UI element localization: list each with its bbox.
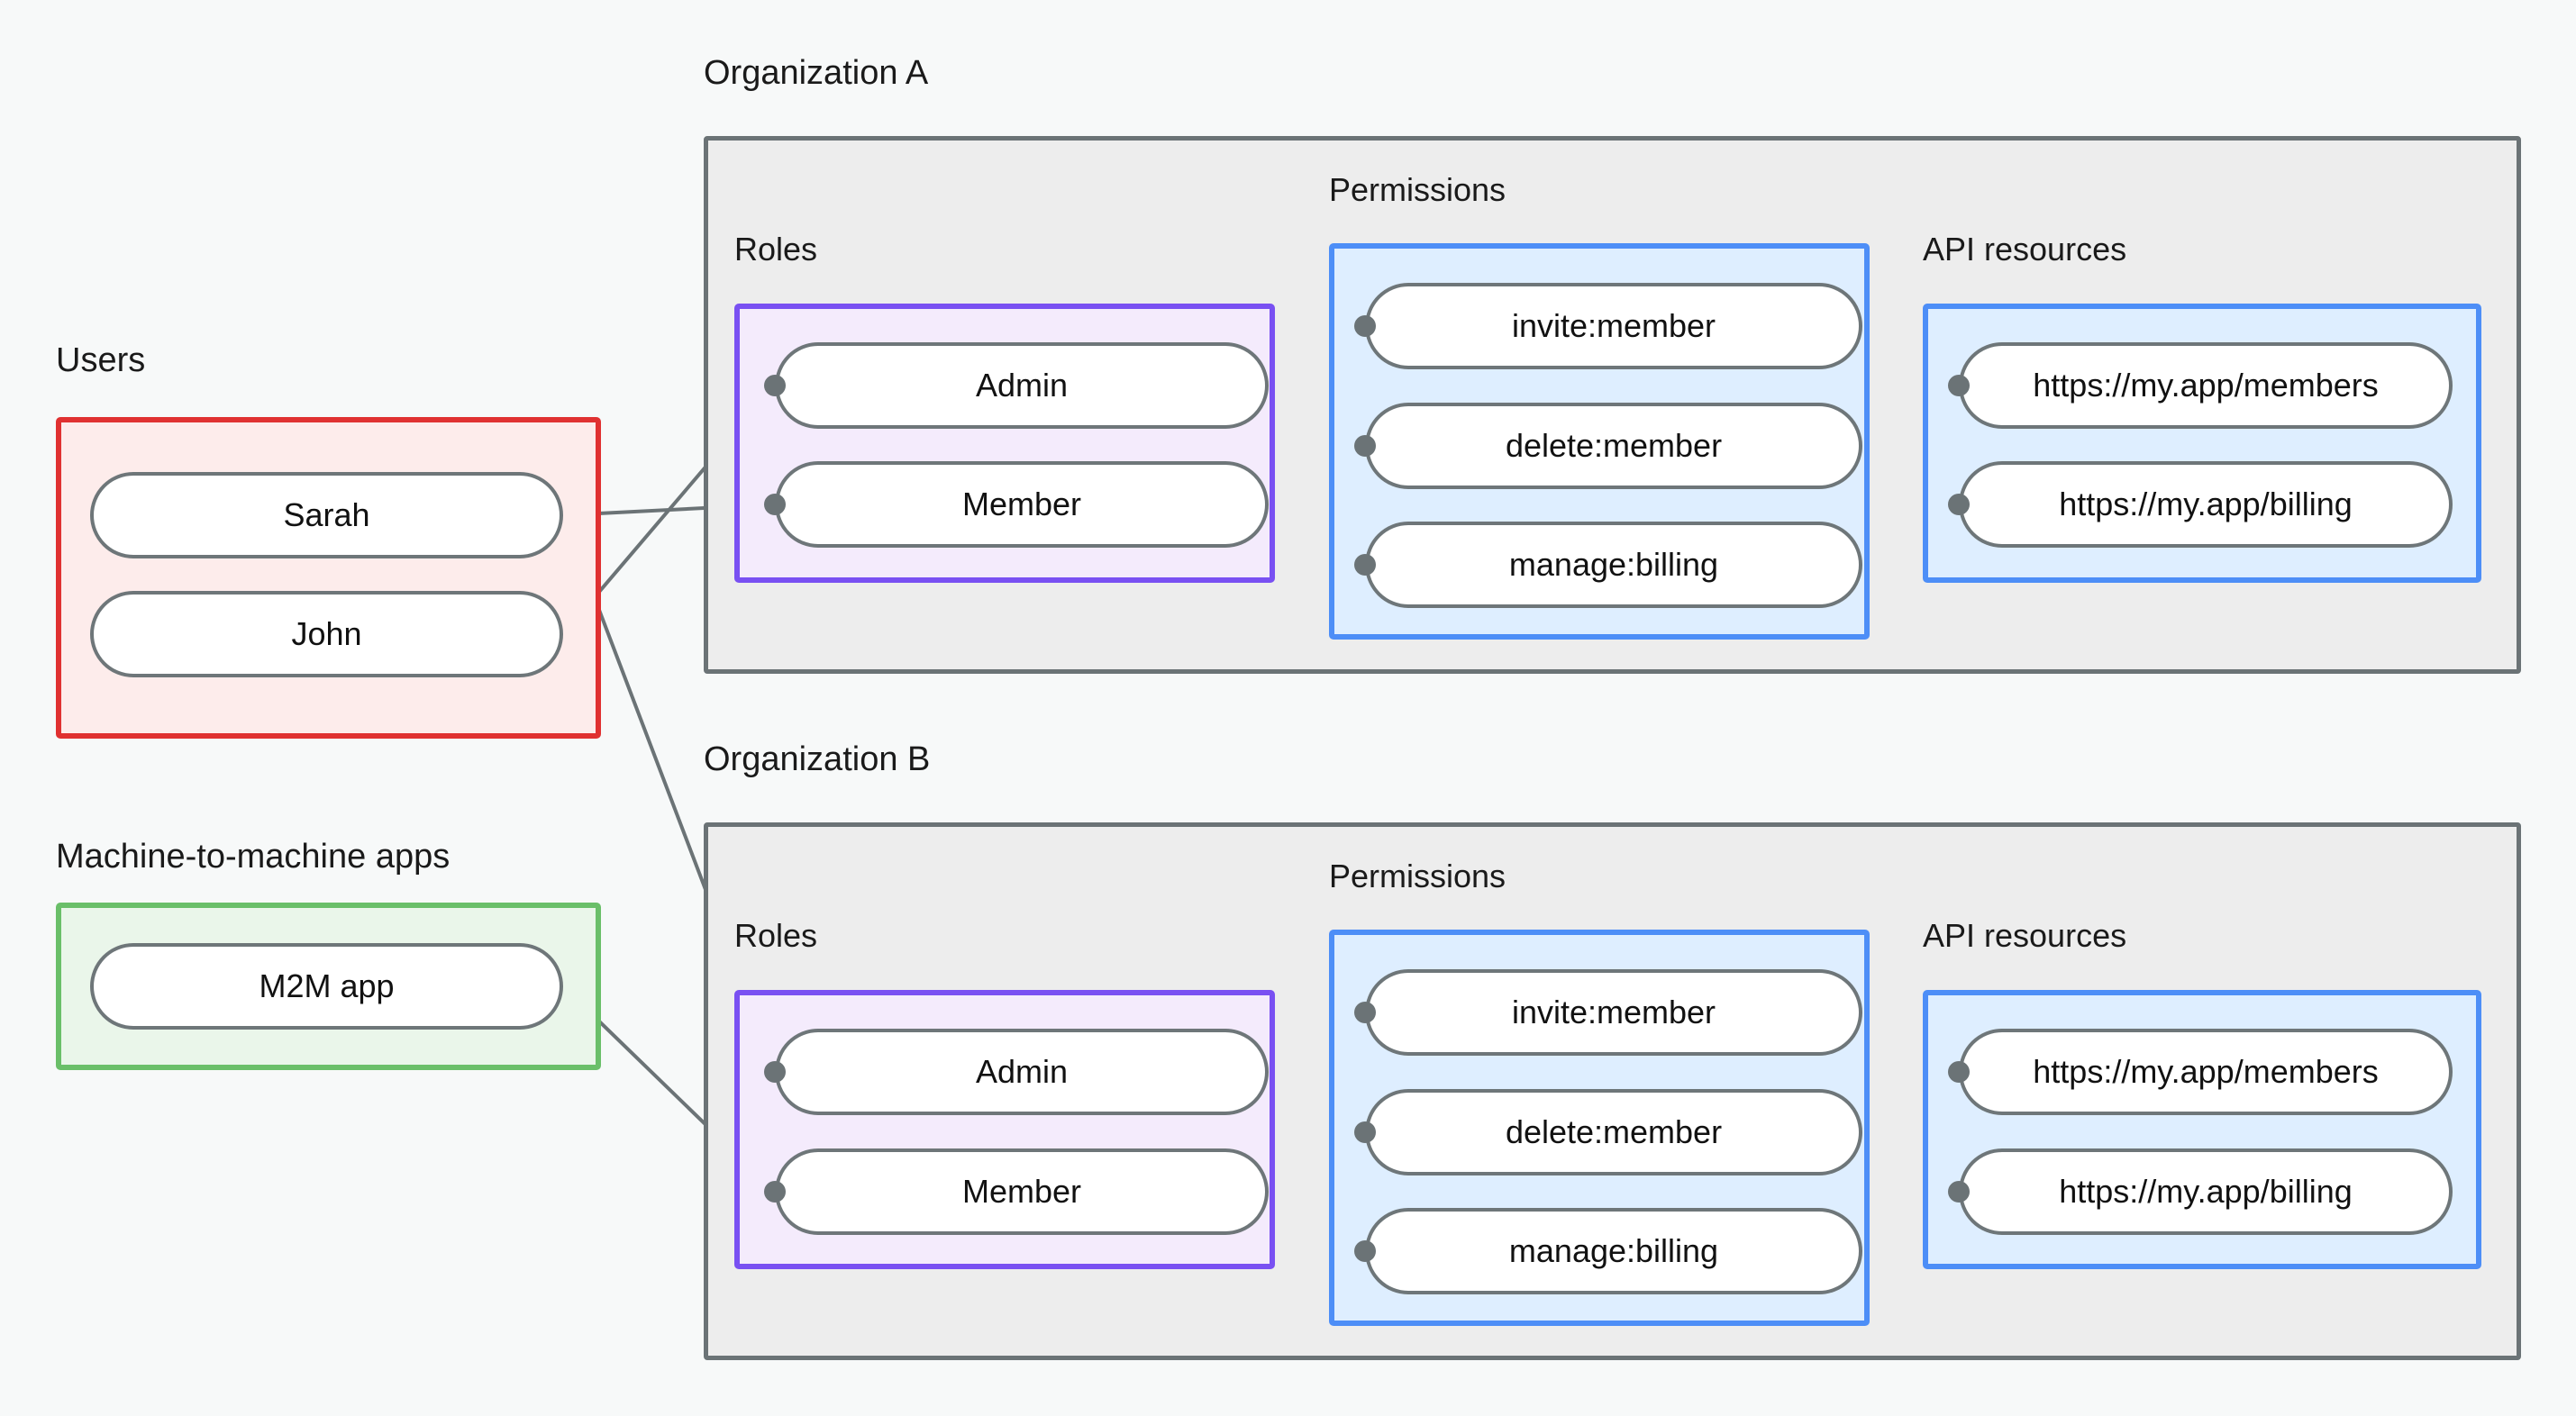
endpoint-dot-org-b-delete bbox=[1354, 1121, 1376, 1143]
org-b-api-pill-billing-label: https://my.app/billing bbox=[2059, 1173, 2353, 1210]
user-pill-john[interactable]: John bbox=[90, 591, 563, 677]
org-b-permission-pill-billing[interactable]: manage:billing bbox=[1365, 1208, 1862, 1294]
endpoint-dot-org-b-admin bbox=[764, 1061, 786, 1083]
org-a-title: Organization A bbox=[704, 54, 929, 92]
user-pill-sarah-label: Sarah bbox=[283, 496, 370, 533]
org-b-permission-pill-delete-label: delete:member bbox=[1505, 1113, 1723, 1150]
org-b-api-pill-members[interactable]: https://my.app/members bbox=[1959, 1029, 2453, 1115]
users-box bbox=[56, 417, 601, 739]
org-a-permission-pill-invite-label: invite:member bbox=[1511, 307, 1716, 344]
org-b-permission-pill-delete[interactable]: delete:member bbox=[1365, 1089, 1862, 1175]
org-a-role-pill-member[interactable]: Member bbox=[775, 461, 1269, 548]
m2m-title: Machine-to-machine apps bbox=[56, 838, 451, 876]
org-a-permission-pill-delete-label: delete:member bbox=[1505, 427, 1723, 464]
endpoint-dot-org-b-res-billing bbox=[1948, 1181, 1970, 1203]
org-b-api-pill-billing[interactable]: https://my.app/billing bbox=[1959, 1148, 2453, 1235]
endpoint-dot-org-b-res-members bbox=[1948, 1061, 1970, 1083]
org-b-api-label: API resources bbox=[1923, 917, 2127, 954]
org-a-api-label: API resources bbox=[1923, 231, 2127, 268]
org-a-role-pill-admin[interactable]: Admin bbox=[775, 342, 1269, 429]
org-a-permission-pill-billing-label: manage:billing bbox=[1508, 546, 1719, 583]
endpoint-dot-org-b-member bbox=[764, 1181, 786, 1203]
endpoint-dot-org-a-admin bbox=[764, 375, 786, 396]
user-pill-sarah[interactable]: Sarah bbox=[90, 472, 563, 558]
org-a-roles-label: Roles bbox=[734, 231, 818, 268]
endpoint-dot-org-a-invite bbox=[1354, 315, 1376, 337]
org-b-role-pill-member-label: Member bbox=[961, 1173, 1082, 1210]
org-b-role-pill-admin[interactable]: Admin bbox=[775, 1029, 1269, 1115]
endpoint-dot-org-b-billing bbox=[1354, 1240, 1376, 1262]
m2m-pill-app-label: M2M app bbox=[259, 967, 395, 1004]
org-b-permission-pill-invite-label: invite:member bbox=[1511, 994, 1716, 1030]
users-title: Users bbox=[56, 341, 146, 379]
org-b-role-pill-admin-label: Admin bbox=[975, 1053, 1069, 1090]
endpoint-dot-org-a-res-billing bbox=[1948, 494, 1970, 515]
org-b-roles-label: Roles bbox=[734, 917, 818, 954]
org-a-role-pill-admin-label: Admin bbox=[975, 367, 1069, 404]
endpoint-dot-org-b-invite bbox=[1354, 1002, 1376, 1023]
endpoint-dot-org-a-billing bbox=[1354, 554, 1376, 576]
org-a-permission-pill-delete[interactable]: delete:member bbox=[1365, 403, 1862, 489]
org-a-api-pill-members-label: https://my.app/members bbox=[2033, 367, 2379, 404]
org-b-api-pill-members-label: https://my.app/members bbox=[2033, 1053, 2379, 1090]
org-b-role-pill-member[interactable]: Member bbox=[775, 1148, 1269, 1235]
org-b-permission-pill-billing-label: manage:billing bbox=[1508, 1232, 1719, 1269]
endpoint-dot-org-a-member bbox=[764, 494, 786, 515]
org-b-title: Organization B bbox=[704, 740, 931, 778]
org-a-role-pill-member-label: Member bbox=[961, 486, 1082, 522]
m2m-pill-app[interactable]: M2M app bbox=[90, 943, 563, 1030]
org-a-permission-pill-billing[interactable]: manage:billing bbox=[1365, 522, 1862, 608]
org-b-permission-pill-invite[interactable]: invite:member bbox=[1365, 969, 1862, 1056]
user-pill-john-label: John bbox=[291, 615, 362, 652]
org-a-api-pill-billing[interactable]: https://my.app/billing bbox=[1959, 461, 2453, 548]
org-a-api-pill-billing-label: https://my.app/billing bbox=[2059, 486, 2353, 522]
org-b-permissions-label: Permissions bbox=[1329, 858, 1506, 894]
org-a-api-pill-members[interactable]: https://my.app/members bbox=[1959, 342, 2453, 429]
org-a-permission-pill-invite[interactable]: invite:member bbox=[1365, 283, 1862, 369]
endpoint-dot-org-a-delete bbox=[1354, 435, 1376, 457]
endpoint-dot-org-a-res-members bbox=[1948, 375, 1970, 396]
org-a-permissions-label: Permissions bbox=[1329, 171, 1506, 208]
